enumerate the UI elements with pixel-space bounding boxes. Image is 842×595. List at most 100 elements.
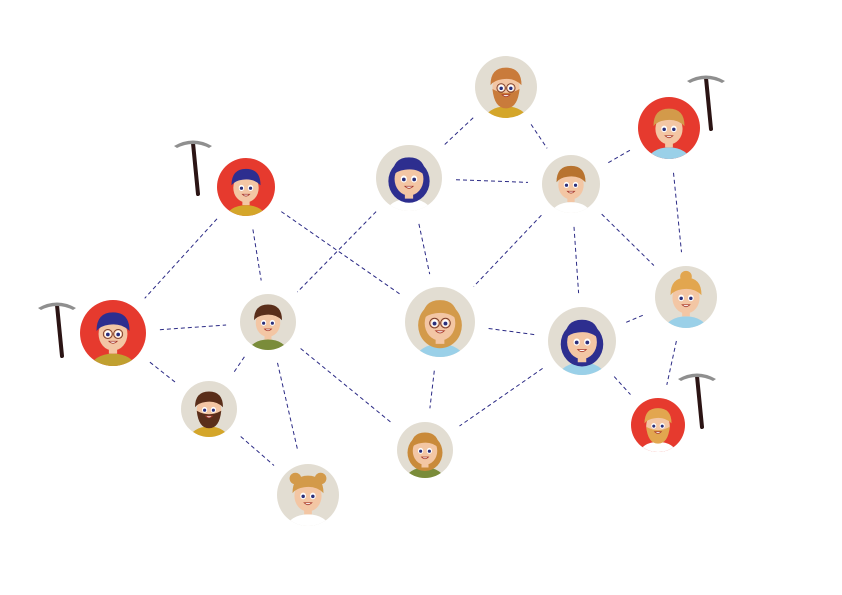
connection-line bbox=[573, 226, 580, 294]
mouth bbox=[420, 456, 430, 460]
shirt bbox=[405, 467, 445, 478]
mouth bbox=[303, 502, 313, 506]
face bbox=[655, 113, 683, 145]
hair bbox=[653, 108, 685, 127]
avatar-p12 bbox=[397, 422, 453, 478]
connection-line bbox=[429, 370, 435, 409]
connection-line bbox=[442, 117, 474, 147]
hair bbox=[254, 304, 282, 321]
eye-pupil bbox=[116, 332, 121, 337]
connection-line bbox=[144, 218, 218, 299]
hair-bun bbox=[289, 472, 302, 485]
connection-line bbox=[626, 314, 645, 323]
eye-pupil bbox=[662, 127, 666, 132]
eye-pupil bbox=[419, 449, 423, 453]
shirt bbox=[286, 514, 330, 526]
shirt bbox=[551, 202, 591, 213]
mouth bbox=[566, 190, 576, 194]
pickaxe-head bbox=[678, 373, 716, 381]
mouth bbox=[263, 328, 273, 332]
shirt bbox=[639, 441, 677, 452]
eye-pupil bbox=[509, 86, 513, 91]
portrait bbox=[664, 270, 708, 328]
shirt bbox=[386, 198, 432, 211]
portrait bbox=[415, 300, 465, 357]
face bbox=[672, 282, 700, 314]
connection-line bbox=[488, 328, 535, 336]
hair bbox=[195, 391, 223, 408]
shirt bbox=[484, 106, 528, 118]
avatar-p1 bbox=[475, 56, 537, 118]
mouth bbox=[403, 185, 415, 189]
pickaxe-handle bbox=[55, 303, 64, 358]
mouth bbox=[681, 304, 691, 308]
shirt bbox=[558, 362, 606, 375]
connections bbox=[144, 117, 682, 466]
connection-line bbox=[281, 211, 401, 295]
avatar-p7 bbox=[80, 300, 146, 366]
portrait bbox=[90, 312, 136, 366]
beard bbox=[492, 88, 520, 109]
connection-line bbox=[232, 356, 245, 375]
hair bbox=[644, 408, 672, 424]
beard bbox=[196, 410, 222, 429]
portrait bbox=[484, 67, 528, 118]
mouth bbox=[204, 415, 214, 419]
shirt bbox=[189, 426, 229, 437]
eye-pupil bbox=[401, 177, 406, 182]
connection-line bbox=[673, 172, 682, 253]
glasses-lens bbox=[440, 317, 451, 329]
connection-line bbox=[300, 348, 393, 424]
hair bbox=[670, 277, 702, 296]
shirt bbox=[248, 339, 288, 350]
connection-line bbox=[297, 211, 377, 293]
connection-line bbox=[601, 213, 655, 266]
beard bbox=[646, 426, 670, 444]
avatar-p8 bbox=[240, 294, 296, 350]
connection-line bbox=[277, 362, 299, 452]
shirt bbox=[647, 147, 691, 159]
eye-pupil bbox=[574, 340, 579, 345]
avatar-p6 bbox=[655, 266, 717, 328]
avatar-p11 bbox=[181, 381, 237, 437]
connection-line bbox=[252, 229, 262, 281]
eye-pupil bbox=[443, 321, 448, 326]
eye-pupil bbox=[301, 494, 305, 499]
eye-pupil bbox=[427, 449, 431, 453]
portrait bbox=[558, 319, 606, 375]
connection-line bbox=[418, 223, 431, 275]
portrait bbox=[647, 108, 691, 159]
hair bbox=[422, 300, 458, 320]
glasses-lens bbox=[113, 329, 124, 340]
eye-pupil bbox=[499, 86, 503, 91]
portrait bbox=[189, 391, 229, 437]
pickaxe-icon bbox=[687, 75, 725, 131]
hair-bun bbox=[680, 270, 692, 283]
mouth bbox=[107, 340, 119, 344]
portrait bbox=[248, 304, 288, 350]
mouth bbox=[653, 431, 663, 434]
hair bbox=[490, 67, 522, 86]
hair bbox=[565, 319, 599, 339]
shirt bbox=[415, 343, 465, 357]
glasses-lens bbox=[496, 83, 506, 93]
eye-pupil bbox=[412, 177, 417, 182]
portrait bbox=[639, 408, 677, 452]
portrait bbox=[226, 168, 266, 216]
eye-pupil bbox=[672, 127, 676, 132]
shirt bbox=[226, 205, 266, 216]
portrait bbox=[551, 165, 591, 213]
eye-pupil bbox=[270, 321, 274, 325]
connection-line bbox=[608, 149, 631, 164]
avatar-p2 bbox=[638, 97, 700, 159]
connection-line bbox=[613, 376, 631, 395]
connection-line bbox=[530, 124, 548, 149]
avatar-p10 bbox=[548, 307, 616, 375]
face bbox=[567, 325, 597, 360]
mouth bbox=[241, 193, 251, 197]
pickaxe-handle bbox=[695, 374, 704, 429]
pickaxe-handle bbox=[704, 76, 713, 131]
avatar-p9 bbox=[405, 287, 475, 357]
eye-pupil bbox=[432, 321, 437, 326]
